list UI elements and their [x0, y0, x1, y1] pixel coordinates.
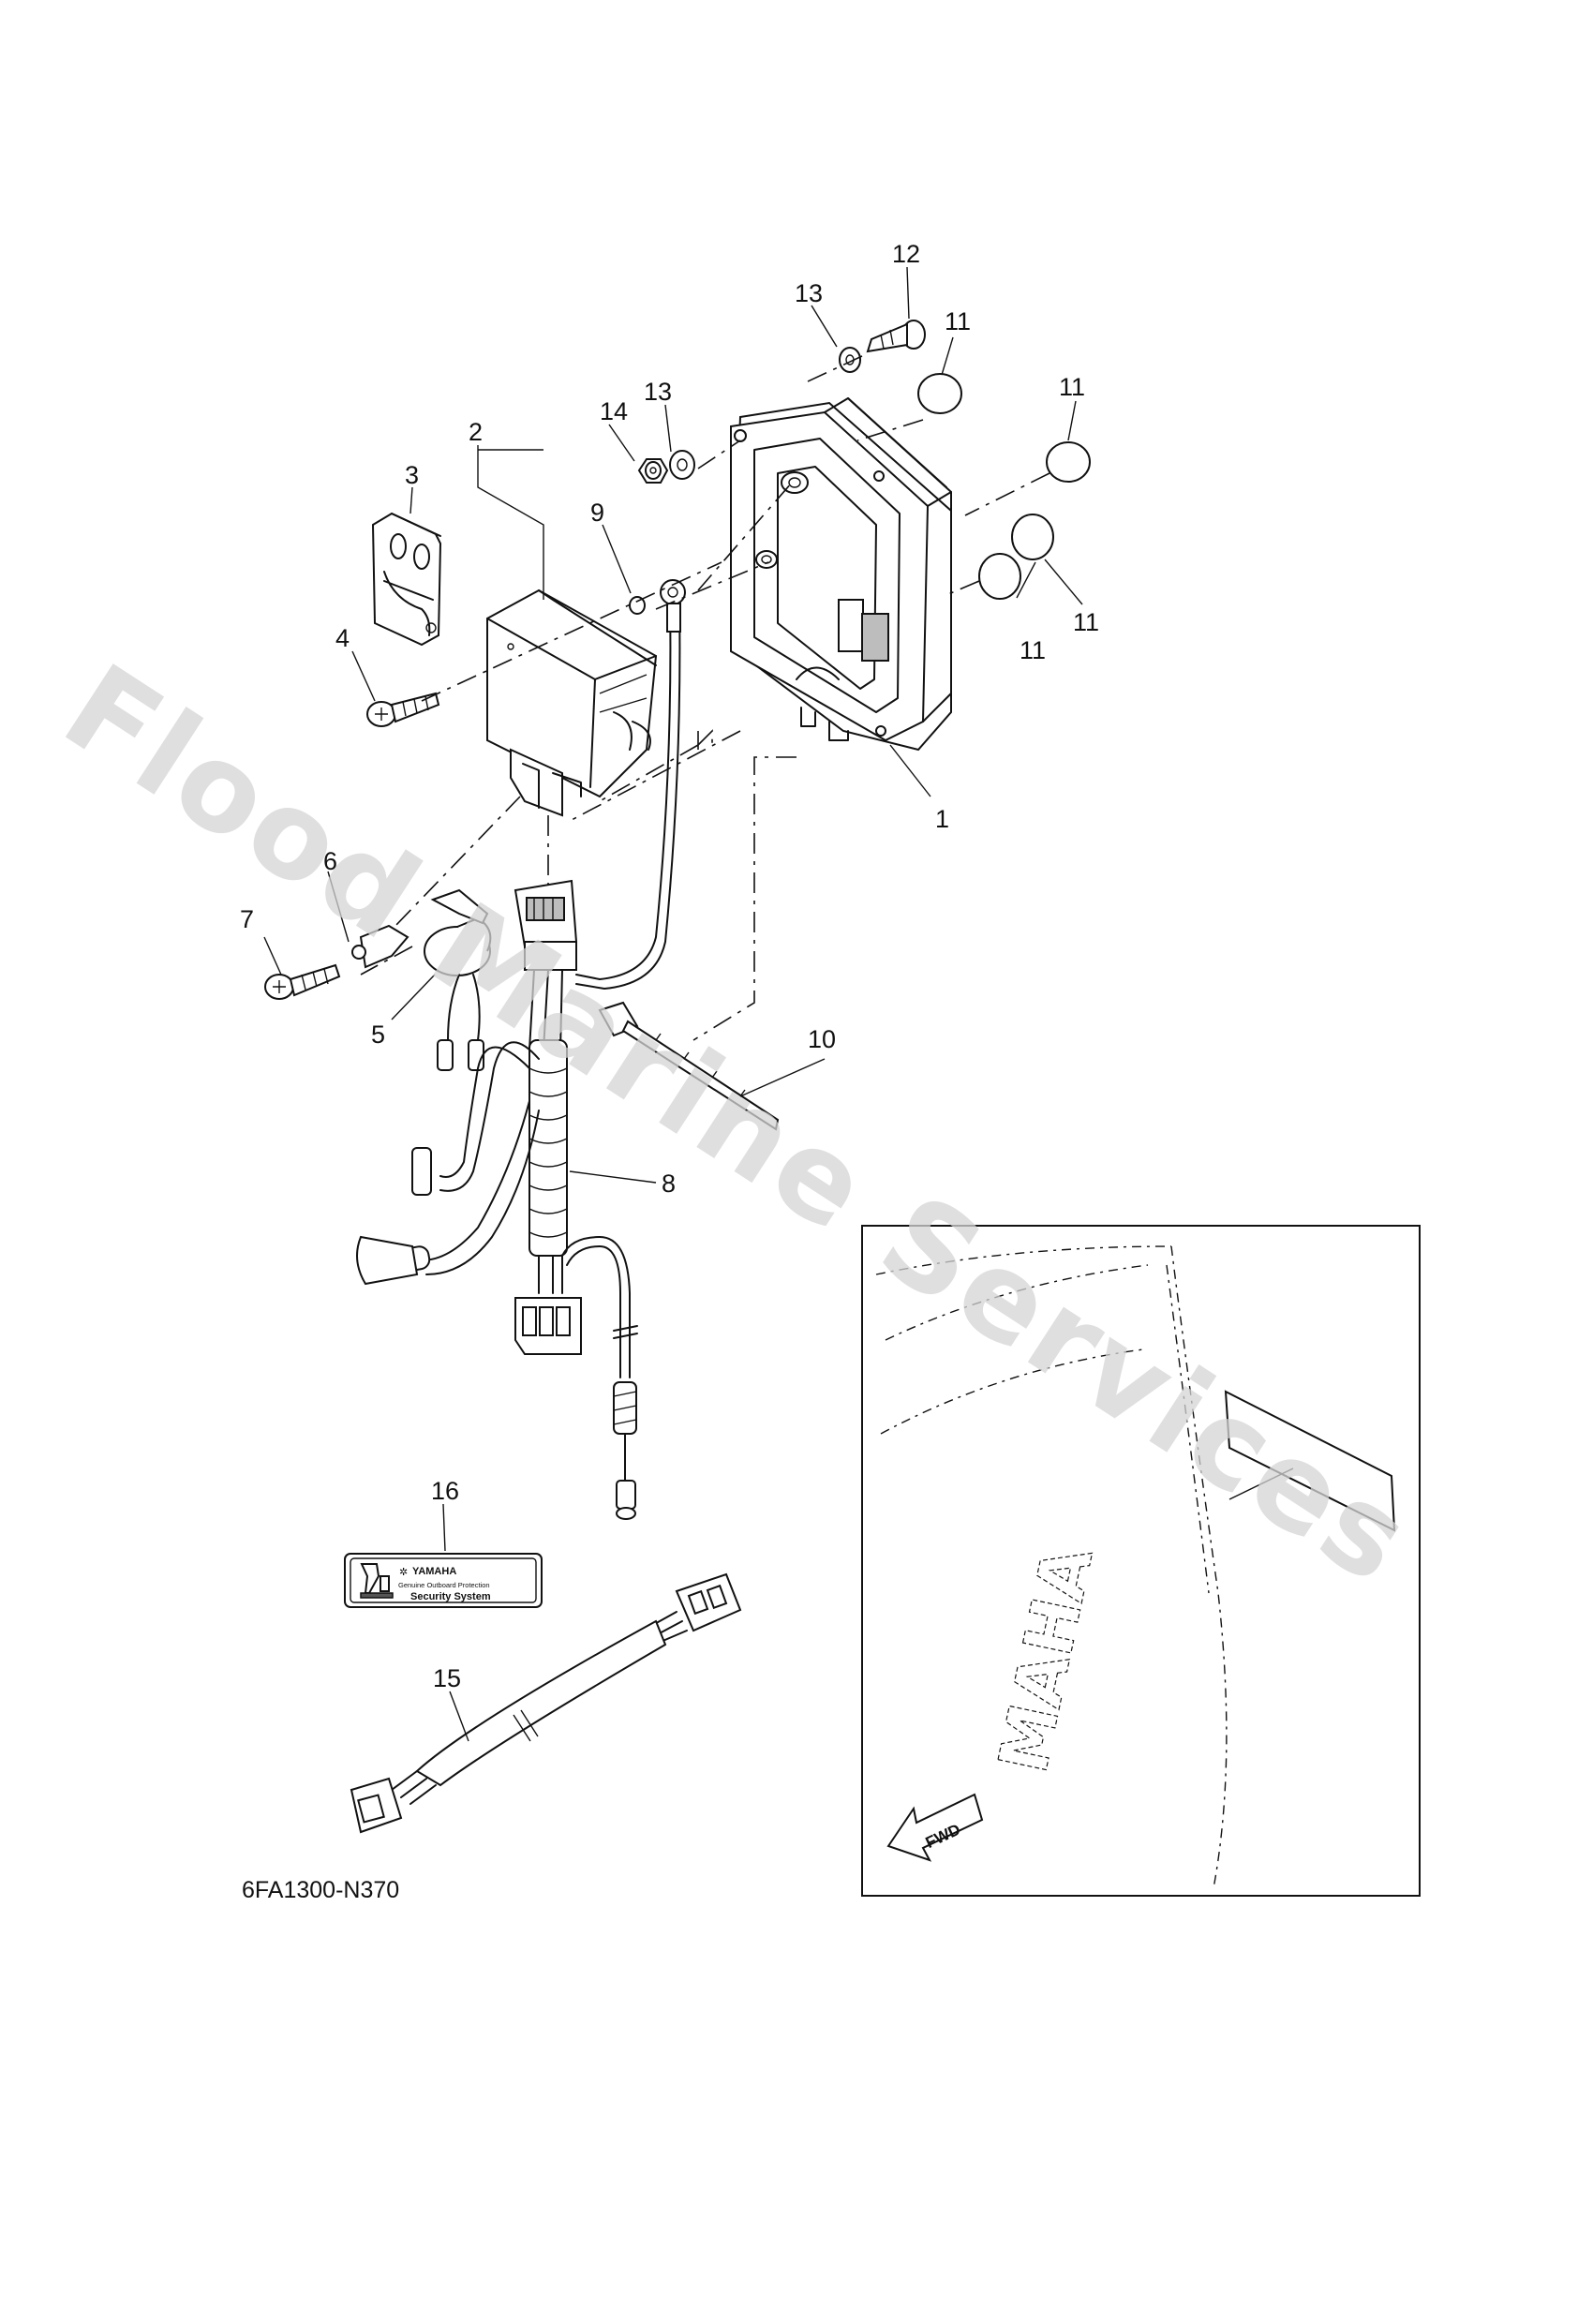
callout-8: 8 — [662, 1169, 676, 1198]
part-16-security-label: YAMAHA Genuine Outboard Protection Secur… — [344, 1553, 543, 1608]
inset-frame — [861, 1225, 1421, 1897]
callout-leaders — [263, 266, 1332, 1742]
callout-16: 16 — [431, 1477, 459, 1505]
diagram-code: 6FA1300-N370 — [242, 1877, 400, 1903]
callout-1: 1 — [935, 805, 949, 833]
part-11-plugs — [917, 373, 1091, 600]
callout-numbers: 1 2 3 4 5 6 7 8 9 10 11 11 11 11 12 13 1… — [240, 240, 1349, 1692]
callout-15: 15 — [433, 1664, 461, 1692]
part-6-clip — [351, 924, 409, 969]
part-5-buzzer — [424, 888, 492, 1071]
yamaha-tuning-fork-mark: ✲ — [399, 1567, 408, 1578]
inset-panel: MAHA FWD — [861, 1225, 1421, 1897]
part-10-cable-tie — [598, 1001, 780, 1131]
part-1-bracket — [729, 397, 952, 752]
part-9-washer — [629, 579, 686, 633]
callout-11-top: 11 — [945, 307, 971, 335]
part-17-decal — [1224, 1390, 1396, 1532]
callout-11-low: 11 — [1020, 636, 1046, 664]
callout-7: 7 — [240, 905, 254, 933]
part-3-cover — [371, 512, 442, 647]
label-line1: Genuine Outboard Protection — [398, 1581, 490, 1589]
label-brand: YAMAHA — [412, 1566, 456, 1577]
callout-11-right: 11 — [1059, 373, 1085, 401]
part-4-screw — [366, 692, 440, 727]
part-2-control-unit — [486, 588, 658, 817]
callout-2: 2 — [469, 418, 483, 446]
harness-loom — [528, 1039, 568, 1257]
callout-10: 10 — [808, 1025, 836, 1053]
label-line2: Security System — [410, 1591, 491, 1602]
assembly-lines — [360, 355, 1050, 1041]
outboard-motor-icon — [360, 1563, 394, 1599]
callout-3: 3 — [405, 461, 419, 489]
callout-13-top: 13 — [795, 279, 823, 307]
callout-5: 5 — [371, 1020, 385, 1049]
part-8-wire-harness — [356, 599, 681, 1520]
part-7-screw — [264, 963, 341, 1000]
part-13-washers — [669, 347, 861, 480]
callout-12: 12 — [892, 240, 920, 268]
part-12-screw — [866, 320, 926, 353]
callout-4: 4 — [335, 624, 350, 652]
part-14-nut — [637, 458, 669, 484]
callout-11-low-right: 11 — [1073, 608, 1099, 636]
callout-13-left: 13 — [644, 378, 672, 406]
callout-6: 6 — [323, 847, 337, 875]
callout-14: 14 — [600, 397, 628, 425]
part-15-extension-harness — [350, 1572, 742, 1834]
callout-9: 9 — [590, 499, 604, 527]
